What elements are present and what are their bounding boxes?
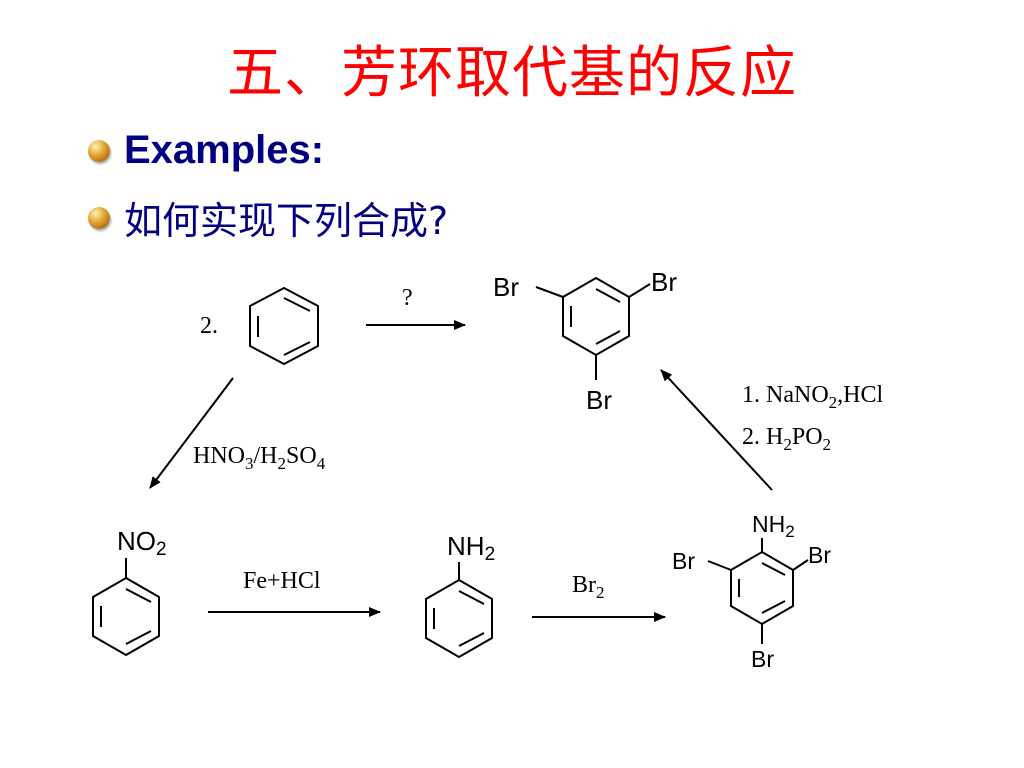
aniline-ring xyxy=(425,562,493,659)
br-label-left: Br xyxy=(493,272,519,302)
tribromoaniline-ring xyxy=(707,538,809,644)
nitrobenzene-ring xyxy=(92,558,160,657)
bullet-question: 如何实现下列合成? xyxy=(88,190,448,245)
br-label-ortho-right: Br xyxy=(808,542,831,568)
reagent-deamination-2: 2. H2PO2 xyxy=(742,424,831,454)
tribromobenzene-ring xyxy=(535,276,651,380)
amino-group-label-tribromo: NH2 xyxy=(752,511,795,541)
reagent-bromination: Br2 xyxy=(572,572,605,602)
benzene-ring xyxy=(249,286,319,366)
bullet-icon xyxy=(88,206,110,229)
slide-title: 五、芳环取代基的反应 xyxy=(227,41,797,106)
arrow-nitration xyxy=(149,377,234,489)
bullet-icon xyxy=(88,139,110,162)
arrow-deamination xyxy=(660,369,773,491)
reagent-nitration: HNO3/H2SO4 xyxy=(193,443,326,473)
bullet-examples: Examples: xyxy=(88,128,324,173)
br-label-ortho-left: Br xyxy=(672,548,695,574)
br-label-para: Br xyxy=(751,646,774,672)
bullet-text: Examples: xyxy=(124,128,325,172)
amino-group-label: NH2 xyxy=(447,531,495,565)
reagent-unknown: ? xyxy=(402,285,413,311)
bullet-text: 如何实现下列合成? xyxy=(124,199,449,243)
reagent-reduction: Fe+HCl xyxy=(243,568,321,594)
br-label-bottom: Br xyxy=(586,385,612,415)
scheme-number: 2. xyxy=(200,313,218,339)
nitro-group-label: NO2 xyxy=(117,526,167,560)
reagent-deamination-1: 1. NaNO2,HCl xyxy=(742,382,883,412)
br-label-right: Br xyxy=(651,267,677,297)
